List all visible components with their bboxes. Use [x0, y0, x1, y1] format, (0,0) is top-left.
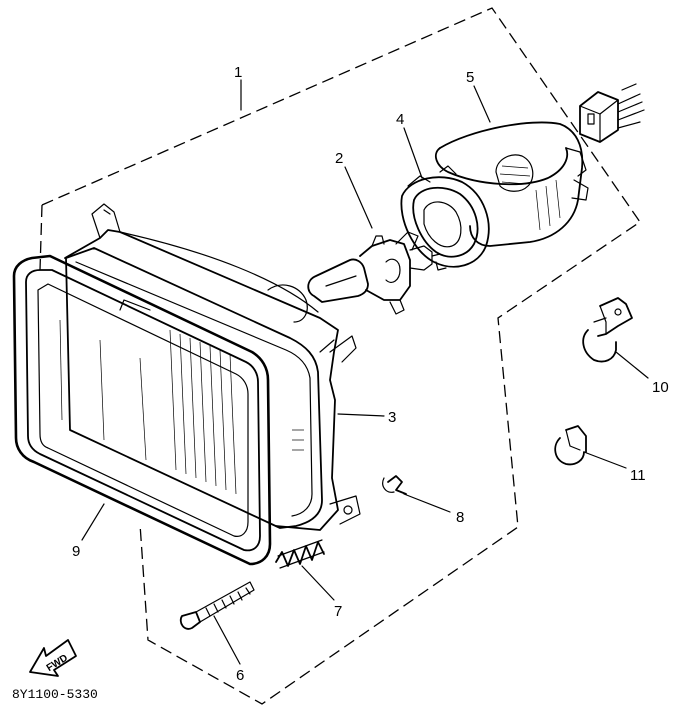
- callout-2-label: 2: [335, 150, 343, 167]
- callout-6-leader: [213, 615, 241, 665]
- callout-6-label: 6: [236, 667, 244, 684]
- callout-4-label: 4: [396, 111, 404, 128]
- callout-8-label: 8: [456, 509, 464, 526]
- callout-11-leader: [583, 451, 627, 469]
- callout-10-leader: [615, 351, 649, 379]
- callout-7-leader: [301, 565, 335, 601]
- callout-9-leader: [81, 503, 105, 541]
- cable-clip: [554, 425, 587, 466]
- headlight-bulb: [307, 231, 441, 315]
- sealed-beam-unit: [65, 247, 323, 529]
- callout-9-label: 9: [72, 543, 80, 560]
- callout-7-label: 7: [334, 603, 342, 620]
- cable-clamp: [582, 297, 633, 363]
- callout-1-label: 1: [234, 64, 242, 81]
- callout-11-label: 11: [630, 467, 646, 484]
- headlight-housing: [64, 203, 361, 531]
- bulb-cover: [434, 121, 589, 247]
- spring-clip: [382, 475, 407, 495]
- callout-5-leader: [473, 85, 491, 123]
- headlight-rim: [12, 254, 272, 566]
- adjusting-spring: [275, 539, 325, 569]
- callout-3-label: 3: [388, 409, 396, 426]
- callout-4-leader: [403, 127, 423, 179]
- callout-2-leader: [344, 166, 373, 229]
- bulb-socket-connector: [579, 83, 645, 143]
- assembly-boundary: [39, 7, 641, 705]
- callout-3-leader: [337, 413, 385, 417]
- fwd-label: FWD: [45, 653, 70, 674]
- callout-10-label: 10: [652, 379, 669, 396]
- callout-8-leader: [403, 493, 451, 513]
- fwd-arrow-icon: FWD: [29, 639, 77, 677]
- callout-5-label: 5: [466, 69, 474, 86]
- adjusting-screw: [179, 581, 255, 630]
- part-code: 8Y1100-5330: [12, 687, 98, 702]
